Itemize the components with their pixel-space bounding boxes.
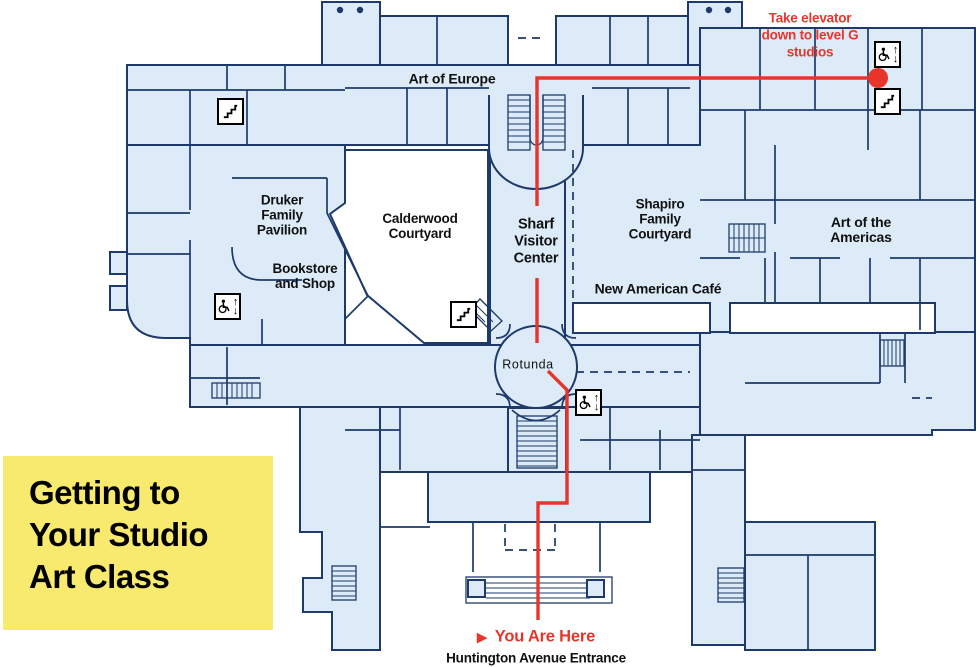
label-art-of-europe: Art of Europe [408,70,496,87]
label-new-american-cafe: New American Café [594,280,722,297]
title-card: Getting to Your Studio Art Class [3,456,273,630]
route-endpoint-dot [868,68,888,88]
west-annex-a [109,251,128,275]
label-sharf-visitor-center: Sharf Visitor Center [513,216,559,267]
down-arrow-icon: ↓ [892,52,899,65]
label-druker-family-pavilion: Druker Family Pavilion [256,192,308,238]
calderwood-courtyard-area [328,149,489,344]
accessible-elevator-icon: ↑↓ [874,41,901,68]
down-arrow-icon: ↓ [232,304,239,317]
west-annex-b [109,285,128,311]
label-art-of-the-americas: Art of the Americas [830,214,892,245]
label-shapiro-family-courtyard: Shapiro Family Courtyard [628,196,692,242]
down-arrow-icon: ↓ [593,400,600,413]
up-arrow-icon: ↑ [593,391,600,404]
you-are-here-marker: ▶ [476,629,487,645]
route-path [535,68,888,620]
label-calderwood-courtyard: Calderwood Courtyard [382,211,458,241]
stairs-icon [874,88,901,115]
you-are-here-text: You Are Here [494,627,596,646]
accessible-elevator-icon: ↑↓ [214,293,241,320]
accessible-elevator-icon: ↑↓ [575,389,602,416]
tower-dots [336,6,732,14]
north-upper-rooms-west [379,15,509,66]
building-footprint [109,1,976,651]
courtyards [328,149,936,344]
north-upper-rooms-east [555,15,689,66]
up-arrow-icon: ↑ [892,43,899,56]
elevator-note: Take elevator down to level G studios [761,10,859,60]
southeast-corridor [691,434,746,646]
stairs-icon [450,301,477,328]
entrance-label: Huntington Avenue Entrance [446,650,626,666]
you-are-here: ▶ You Are Here [476,627,596,646]
wall-openings [504,37,932,551]
lightwell-west [572,302,711,334]
stairs-icon [217,98,244,125]
up-arrow-icon: ↑ [232,295,239,308]
label-bookstore-and-shop: Bookstore and Shop [272,261,338,291]
northwest-tower [321,1,381,66]
lightwell-east [729,302,936,334]
label-rotunda: Rotunda [502,357,554,372]
interior-walls [127,16,975,650]
south-corridor-band [189,344,701,408]
southwest-wing [299,406,381,651]
southeast-block [744,521,876,651]
stair-glyphs [211,223,905,603]
